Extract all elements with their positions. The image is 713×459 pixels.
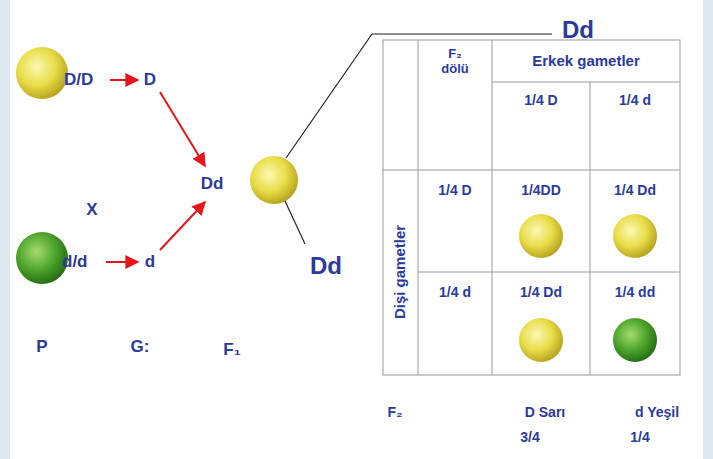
table-header: 1/4 d (439, 284, 471, 300)
yellow-pea (250, 156, 298, 204)
gamete-arrows (106, 80, 205, 262)
ratio-label: 3/4 (520, 429, 539, 445)
table-header: Erkek gametler (532, 52, 640, 69)
table-header: F₂ dölü (433, 47, 477, 77)
gamete-label: D (144, 70, 156, 90)
yellow-pea (519, 318, 563, 362)
gamete-label: d (145, 252, 155, 272)
red-arrow (160, 92, 205, 166)
phenotype-label: d Yeşil (635, 404, 679, 420)
genotype-label: Dd (201, 174, 224, 194)
yellow-pea (613, 214, 657, 258)
ratio-label: 1/4 (630, 429, 649, 445)
table-cell: 1/4 dd (615, 284, 655, 300)
generation-label: P (36, 337, 47, 357)
red-arrow (106, 261, 138, 263)
genotype-label: Dd (562, 16, 594, 44)
table-header: 1/4 D (524, 92, 557, 108)
generation-label: G: (131, 337, 150, 357)
side-strip (703, 0, 713, 459)
phenotype-label: D Sarı (525, 404, 565, 420)
table-header: 1/4 D (438, 182, 471, 198)
green-pea (613, 318, 657, 362)
table-cell: 1/4 Dd (614, 182, 656, 198)
green-pea (16, 232, 68, 284)
table-cell: 1/4 Dd (520, 284, 562, 300)
axis-label: Dişi gametler (391, 225, 408, 319)
genotype-label: D/D (64, 70, 93, 90)
generation-label: F₂ (388, 404, 403, 420)
generation-label: F₁ (223, 340, 240, 360)
yellow-pea (16, 47, 68, 99)
red-arrow (160, 202, 205, 250)
genotype-label: Dd (310, 252, 342, 280)
table-header: 1/4 d (619, 92, 651, 108)
leader-line (285, 201, 305, 244)
punnett-grid (383, 40, 680, 375)
red-arrow (110, 79, 138, 81)
leader-line (286, 34, 552, 158)
yellow-pea (519, 214, 563, 258)
cross-symbol: X (86, 200, 97, 220)
genotype-label: d/d (62, 252, 88, 272)
side-strip (0, 0, 10, 459)
table-cell: 1/4DD (521, 182, 561, 198)
